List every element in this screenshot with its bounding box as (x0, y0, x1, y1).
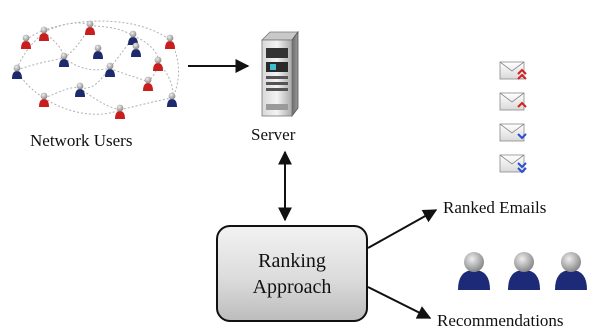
network-user-icon (105, 62, 115, 77)
recommendations-label: Recommendations (437, 311, 564, 330)
priority-down-icon (517, 133, 527, 140)
email-envelope-icon (499, 154, 527, 174)
network-user-icon (39, 26, 49, 41)
server-label: Server (251, 125, 296, 144)
ranked-emails-label: Ranked Emails (443, 198, 547, 217)
network-user-icon (165, 34, 175, 49)
arrow-ranking-to-recommendations (367, 286, 432, 319)
ranking-approach-line1: Ranking (258, 249, 326, 272)
network-users-icon (12, 20, 179, 119)
network-user-icon (75, 82, 85, 97)
network-user-icon (131, 42, 141, 57)
priority-double-up-icon (517, 68, 527, 80)
arrow-ranking-to-emails (367, 209, 438, 249)
email-envelope-icon (499, 61, 527, 80)
network-user-icon (93, 44, 103, 59)
ranking-approach-box: Ranking Approach (216, 225, 368, 322)
ranked-emails-stack (499, 61, 527, 174)
network-user-icon (85, 20, 95, 35)
recommendation-users (458, 252, 587, 290)
user-person-icon (458, 252, 490, 290)
network-user-icon (167, 92, 177, 107)
ranking-approach-line2: Approach (252, 275, 332, 298)
network-user-icon (143, 76, 153, 91)
email-envelope-icon (499, 123, 527, 142)
network-user-icon (153, 56, 163, 71)
priority-up-icon (517, 101, 527, 108)
user-person-icon (508, 252, 540, 290)
network-user-icon (59, 52, 69, 67)
network-user-icon (39, 92, 49, 107)
email-envelope-icon (499, 92, 527, 111)
network-user-icon (12, 64, 22, 79)
server-tower-icon (261, 30, 299, 118)
network-user-icon (115, 104, 125, 119)
user-person-icon (555, 252, 587, 290)
priority-double-down-icon (517, 162, 527, 174)
network-user-icon (21, 34, 31, 49)
network-users-label: Network Users (30, 131, 133, 150)
